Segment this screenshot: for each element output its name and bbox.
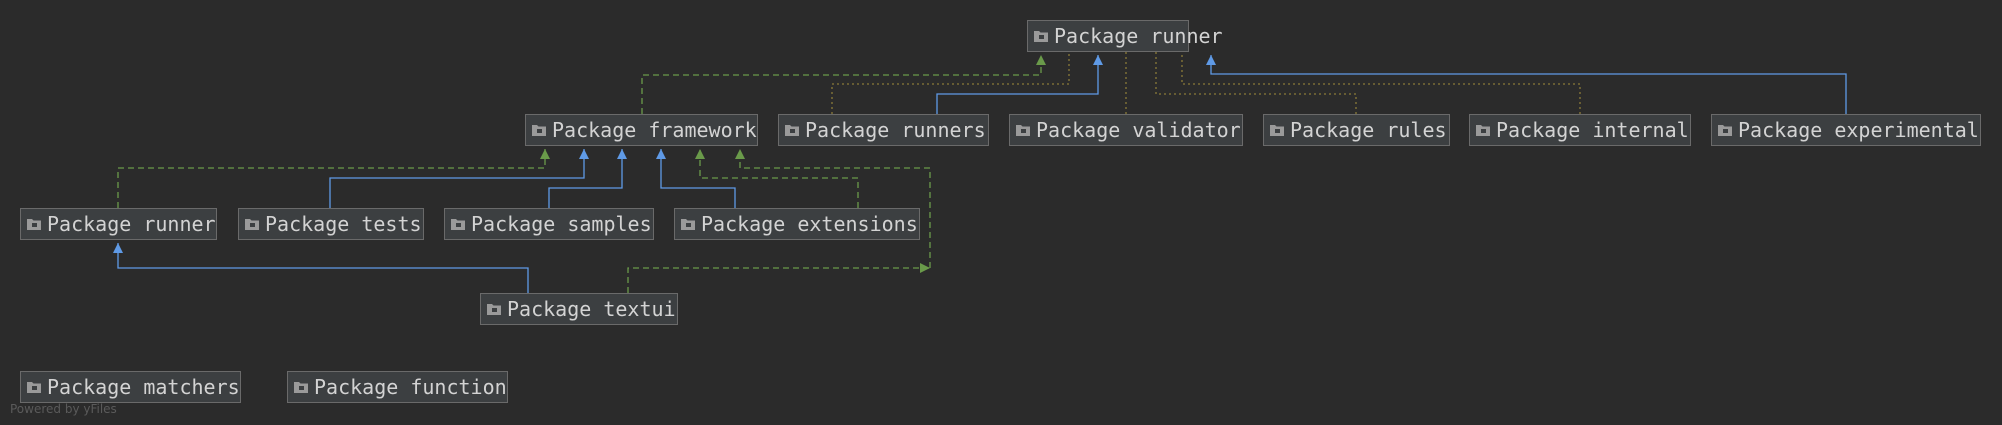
edge-runner-left-to-framework xyxy=(117,149,546,208)
edge-extensions-impl-framework xyxy=(699,149,859,208)
package-folder-icon xyxy=(1718,125,1732,136)
arrowhead-icon xyxy=(540,149,550,159)
edge-runners-to-runner xyxy=(936,55,1099,114)
package-folder-icon xyxy=(245,219,259,230)
package-folder-icon xyxy=(1270,125,1284,136)
arrowhead-icon xyxy=(1036,55,1046,65)
node-label: Package textui xyxy=(507,297,676,321)
package-folder-icon xyxy=(1034,31,1048,42)
arrowhead-icon xyxy=(695,149,705,159)
node-package-matchers[interactable]: Package matchers xyxy=(20,371,241,403)
package-folder-icon xyxy=(1476,125,1490,136)
package-folder-icon xyxy=(27,219,41,230)
package-folder-icon xyxy=(1016,125,1030,136)
node-package-runner-top[interactable]: Package runner xyxy=(1027,20,1223,52)
package-folder-icon xyxy=(294,382,308,393)
node-label: Package runner xyxy=(1054,24,1223,48)
node-package-textui[interactable]: Package textui xyxy=(480,293,678,325)
package-folder-icon xyxy=(785,125,799,136)
arrowhead-icon xyxy=(579,149,589,159)
arrowhead-icon xyxy=(1093,55,1103,65)
node-label: Package validator xyxy=(1036,118,1241,142)
arrowhead-icon xyxy=(656,149,666,159)
package-folder-icon xyxy=(487,304,501,315)
edge-textui-impl xyxy=(627,267,930,293)
arrowhead-icon xyxy=(113,243,123,253)
arrowhead-icon xyxy=(617,149,627,159)
node-package-validator[interactable]: Package validator xyxy=(1009,114,1243,146)
edge-textui-to-runner-left xyxy=(117,243,529,293)
node-package-runner-left[interactable]: Package runner xyxy=(20,208,217,240)
node-label: Package samples xyxy=(471,212,652,236)
node-label: Package runner xyxy=(47,212,216,236)
package-folder-icon xyxy=(451,219,465,230)
node-label: Package framework xyxy=(552,118,757,142)
powered-by-watermark: Powered by yFiles xyxy=(10,402,117,416)
node-label: Package extensions xyxy=(701,212,918,236)
node-package-runners[interactable]: Package runners xyxy=(778,114,989,146)
arrowhead-icon xyxy=(1206,55,1216,65)
node-package-extensions[interactable]: Package extensions xyxy=(674,208,920,240)
node-label: Package rules xyxy=(1290,118,1447,142)
edge-dependency-internal xyxy=(1181,52,1581,114)
node-package-function[interactable]: Package function xyxy=(287,371,508,403)
edge-frame-return-impl xyxy=(739,149,931,268)
package-folder-icon xyxy=(681,219,695,230)
node-package-rules[interactable]: Package rules xyxy=(1263,114,1450,146)
package-folder-icon xyxy=(27,382,41,393)
node-label: Package tests xyxy=(265,212,422,236)
edge-extensions-to-framework xyxy=(660,149,736,208)
node-package-tests[interactable]: Package tests xyxy=(238,208,424,240)
arrowhead-icon xyxy=(735,149,745,159)
node-label: Package function xyxy=(314,375,507,399)
node-label: Package runners xyxy=(805,118,986,142)
edge-dependency-rules xyxy=(1155,52,1357,114)
node-package-internal[interactable]: Package internal xyxy=(1469,114,1691,146)
node-package-experimental[interactable]: Package experimental xyxy=(1711,114,1981,146)
arrowhead-icon xyxy=(920,263,930,273)
node-package-framework[interactable]: Package framework xyxy=(525,114,758,146)
edge-tests-to-framework xyxy=(329,149,585,208)
edge-dependency-runners xyxy=(831,52,1070,114)
node-label: Package experimental xyxy=(1738,118,1979,142)
node-label: Package matchers xyxy=(47,375,240,399)
edge-framework-to-runner xyxy=(641,55,1042,114)
node-package-samples[interactable]: Package samples xyxy=(444,208,654,240)
node-label: Package internal xyxy=(1496,118,1689,142)
package-folder-icon xyxy=(532,125,546,136)
edge-samples-to-framework xyxy=(548,149,623,208)
